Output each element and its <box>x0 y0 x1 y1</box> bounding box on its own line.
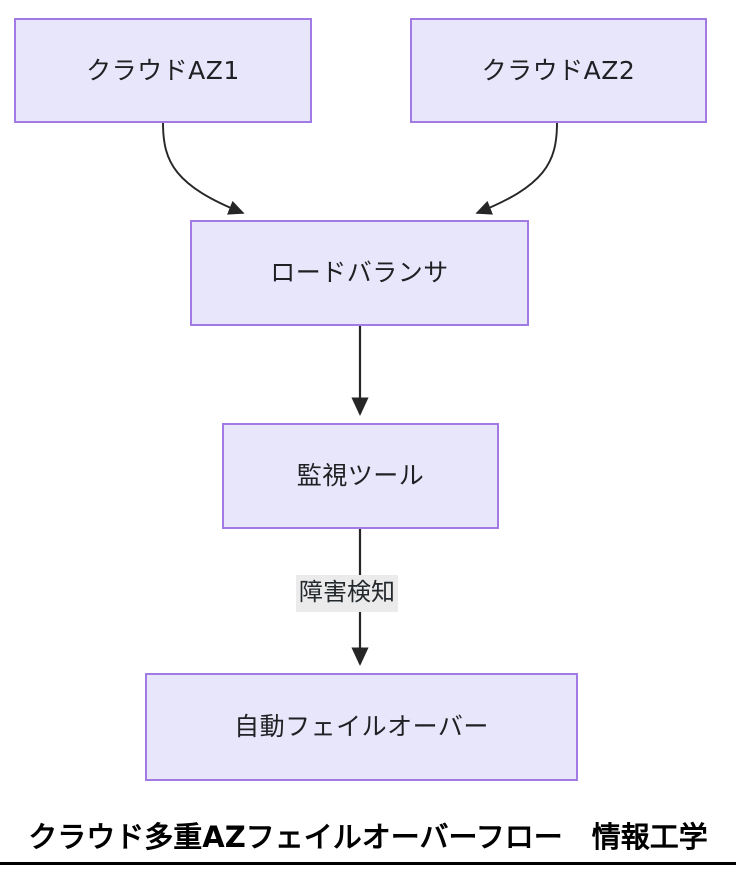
node-monitoring-tool[interactable]: 監視ツール <box>222 423 499 529</box>
node-label: 自動フェイルオーバー <box>234 712 489 742</box>
node-automatic-failover[interactable]: 自動フェイルオーバー <box>145 673 578 781</box>
diagram-caption: クラウド多重AZフェイルオーバーフロー 情報工学 <box>28 820 708 854</box>
node-label: クラウドAZ1 <box>86 55 240 85</box>
edge-az1-to-lb <box>162 122 245 215</box>
diagram-canvas: クラウドAZ1 クラウドAZ2 ロードバランサ 監視ツール 自動フェイルオーバー… <box>14 18 707 781</box>
node-cloud-az2[interactable]: クラウドAZ2 <box>410 18 707 123</box>
edge-label-fault-detection: 障害検知 <box>296 575 398 612</box>
node-label: 監視ツール <box>296 461 425 491</box>
node-label: ロードバランサ <box>270 258 449 288</box>
edge-az2-to-lb <box>475 122 558 215</box>
node-label: クラウドAZ2 <box>481 55 636 85</box>
node-load-balancer[interactable]: ロードバランサ <box>190 220 529 326</box>
caption-divider <box>0 862 736 865</box>
caption-bar: クラウド多重AZフェイルオーバーフロー 情報工学 <box>0 800 736 876</box>
node-cloud-az1[interactable]: クラウドAZ1 <box>14 18 312 123</box>
